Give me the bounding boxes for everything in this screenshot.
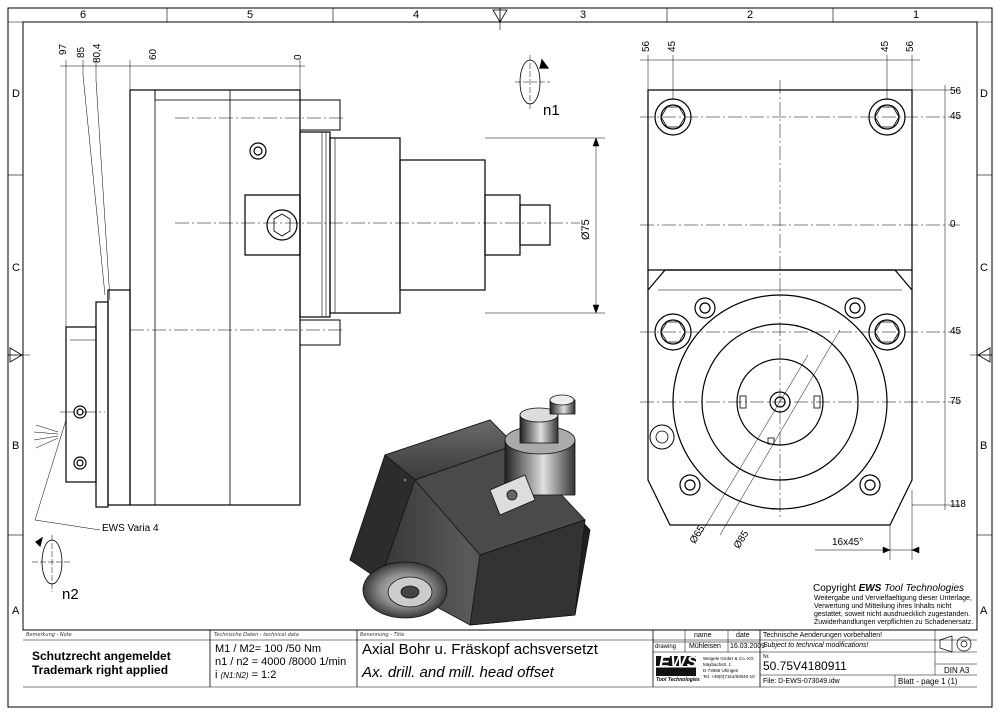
zone-col-3: 3 <box>580 9 587 21</box>
company-line-2: Maybachstr. 1 <box>703 662 732 667</box>
tech-ratio-value: = 1:2 <box>248 669 277 681</box>
dim-right-0: 0 <box>950 219 956 230</box>
zone-col-2: 2 <box>747 9 754 21</box>
dim-dia75: Ø75 <box>580 219 592 240</box>
dim-front-56-left: 56 <box>641 40 652 52</box>
copyright-brand: EWS <box>858 583 882 594</box>
dim-80-4: 80,4 <box>92 43 103 63</box>
dim-right-45b: 45 <box>950 326 962 337</box>
dim-right-118: 118 <box>950 499 966 510</box>
zone-row-b-right: B <box>980 440 988 452</box>
title-block <box>23 629 977 688</box>
front-view <box>640 55 960 560</box>
copyright-line-2: Verwertung und Mitteilung ihres Inhalts … <box>814 603 952 610</box>
drawing-date: 16.03.2009 <box>730 643 766 650</box>
dim-0-side: 0 <box>293 54 304 60</box>
zone-row-c-right: C <box>980 262 988 274</box>
zone-row-a-left: A <box>12 605 20 617</box>
remarks-line-2: Trademark right applied <box>32 663 169 677</box>
copyright-line-1: Weitergabe und Vervielfaeltigung dieser … <box>814 595 972 602</box>
ews-logo <box>656 656 696 676</box>
remarks-line-1: Schutzrecht angemeldet <box>32 649 171 663</box>
dim-chamfer: 16x45° <box>832 537 864 548</box>
tech-caption: Technische Daten - technical data <box>214 632 299 638</box>
copyright-prefix: Copyright <box>813 583 859 594</box>
dim-85: 85 <box>76 46 87 58</box>
title-german: Axial Bohr u. Fräskopf achsversetzt <box>362 641 598 658</box>
zone-row-d-right: D <box>980 88 988 100</box>
dim-front-45-right: 45 <box>880 40 891 52</box>
drawer-name: Mühleisen <box>689 643 721 650</box>
leader-ews-varia: EWS Varia 4 <box>102 523 159 534</box>
col-date: date <box>736 632 750 639</box>
zone-col-1: 1 <box>913 9 920 21</box>
zone-row-c-left: C <box>12 262 20 274</box>
copyright-suffix: Tool Technologies <box>881 583 965 594</box>
din-size: DIN A3 <box>944 666 970 675</box>
copyright-line-4: Zuwiderhandlungen verpflichten zu Schade… <box>814 619 974 626</box>
change-note-en: Subject to technical modifications! <box>763 642 869 649</box>
sheet-number: Blatt - page 1 (1) <box>898 677 958 686</box>
zone-col-5: 5 <box>247 9 254 21</box>
zone-col-6: 6 <box>80 9 87 21</box>
copyright-heading: Copyright EWS Tool Technologies <box>813 583 964 594</box>
dim-right-56: 56 <box>950 86 962 97</box>
tech-ratio-basis: (N1:N2) <box>220 671 249 680</box>
side-view <box>32 55 605 592</box>
ews-logo-sub: Tool Technologies <box>656 677 700 683</box>
col-name: name <box>694 632 712 639</box>
title-caption: Benennung - Title <box>360 632 405 638</box>
file-label: File: D-EWS-073049.idw <box>763 678 840 685</box>
dim-front-56-right: 56 <box>905 40 916 52</box>
zone-row-a-right: A <box>980 605 988 617</box>
dim-right-45: 45 <box>950 111 962 122</box>
dim-60: 60 <box>148 48 159 60</box>
dim-right-75: 75 <box>950 396 962 407</box>
ews-logo-text: EWS <box>659 654 699 671</box>
part-number: 50.75V4180911 <box>763 659 847 673</box>
title-english: Ax. drill. and mill. head offset <box>362 664 554 681</box>
tech-ratio-prefix: i <box>215 669 221 681</box>
company-line-3: D-73066 Uhingen <box>703 668 739 673</box>
zone-row-d-left: D <box>12 88 20 100</box>
copyright-line-3: gestattet, soweit nicht ausdruecklich zu… <box>814 611 971 618</box>
dim-97: 97 <box>58 43 69 55</box>
rotation-n1: n1 <box>543 102 560 119</box>
zone-col-4: 4 <box>413 9 420 21</box>
tech-torque: M1 / M2= 100 /50 Nm <box>215 643 322 655</box>
row-drawing: drawing <box>655 644 677 650</box>
tech-ratio: i (N1:N2) = 1:2 <box>215 669 276 681</box>
company-line-4: Tel. +49(0)7161/93040-10 <box>703 674 755 679</box>
change-note: Technische Aenderungen vorbehalten! <box>763 632 883 639</box>
nr-caption: Nr. <box>763 654 770 660</box>
company-line-1: Weigele GmbH & Co. KG <box>703 656 754 661</box>
zone-row-b-left: B <box>12 440 20 452</box>
isometric-render <box>349 394 591 626</box>
rotation-n2: n2 <box>62 586 79 603</box>
tech-speed: n1 / n2 = 4000 /8000 1/min <box>215 656 347 668</box>
dim-front-45-left: 45 <box>667 40 678 52</box>
remarks-caption: Bemerkung - Note <box>26 632 72 638</box>
